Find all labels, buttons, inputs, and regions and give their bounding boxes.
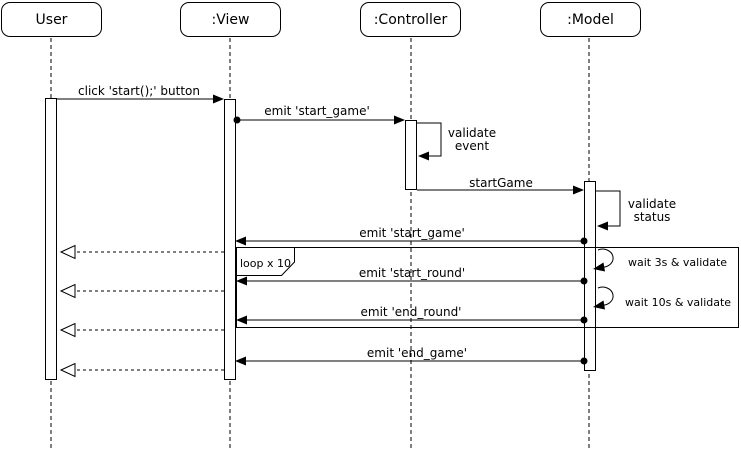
lifeline-head-controller: :Controller bbox=[360, 2, 461, 37]
model-activation-bar bbox=[584, 181, 596, 371]
return-arrow-after-start-round bbox=[59, 283, 224, 299]
self-message-validate-status bbox=[596, 190, 621, 231]
participant-label: :View bbox=[211, 11, 250, 28]
return-arrow-after-start-game bbox=[59, 244, 224, 260]
message-arrow-start-game bbox=[417, 185, 584, 195]
message-arrow-emit-start-round bbox=[236, 276, 588, 286]
return-arrow-after-end-game bbox=[59, 362, 224, 378]
lifeline-head-view: :View bbox=[180, 2, 281, 37]
lifeline-head-model: :Model bbox=[540, 2, 641, 37]
message-label-emit-end-round: emit 'end_round' bbox=[360, 305, 462, 319]
message-arrow-emit-start-game-to-view bbox=[235, 236, 588, 246]
participant-label: :Model bbox=[567, 11, 614, 28]
message-arrow-click-start-button bbox=[57, 94, 224, 104]
message-label-wait-3s: wait 3s & validate bbox=[628, 256, 728, 269]
message-label-emit-end-game: emit 'end_game' bbox=[366, 346, 468, 360]
message-label-validate-status: validate status bbox=[627, 197, 677, 224]
message-label-click-start: click 'start();' button bbox=[78, 84, 200, 98]
message-label-emit-start-game-1: emit 'start_game' bbox=[264, 104, 370, 118]
participant-label: User bbox=[35, 11, 68, 28]
self-message-validate-event bbox=[417, 122, 442, 161]
message-label-emit-start-game-2: emit 'start_game' bbox=[359, 226, 465, 240]
wait-10s-self-arrow bbox=[593, 286, 614, 310]
return-arrow-after-end-round bbox=[59, 322, 224, 338]
wait-3s-self-arrow bbox=[593, 248, 614, 272]
view-activation-bar bbox=[224, 99, 236, 380]
message-label-validate-event: validate event bbox=[447, 126, 497, 153]
loop-fragment-label: loop x 10 bbox=[240, 257, 291, 270]
controller-activation-bar bbox=[405, 120, 417, 190]
message-arrow-emit-start-game-to-controller bbox=[233, 115, 405, 125]
loop-label-pentagon bbox=[236, 247, 295, 276]
lifeline-head-user: User bbox=[1, 2, 102, 37]
message-arrow-emit-end-game bbox=[235, 356, 588, 366]
message-label-emit-start-round: emit 'start_round' bbox=[358, 266, 466, 280]
message-arrow-emit-end-round bbox=[236, 315, 588, 325]
message-label-start-game: startGame bbox=[469, 176, 533, 190]
loop-fragment-frame bbox=[236, 247, 739, 328]
user-activation-bar bbox=[45, 98, 57, 380]
participant-label: :Controller bbox=[373, 11, 448, 28]
message-label-wait-10s: wait 10s & validate bbox=[625, 296, 732, 309]
